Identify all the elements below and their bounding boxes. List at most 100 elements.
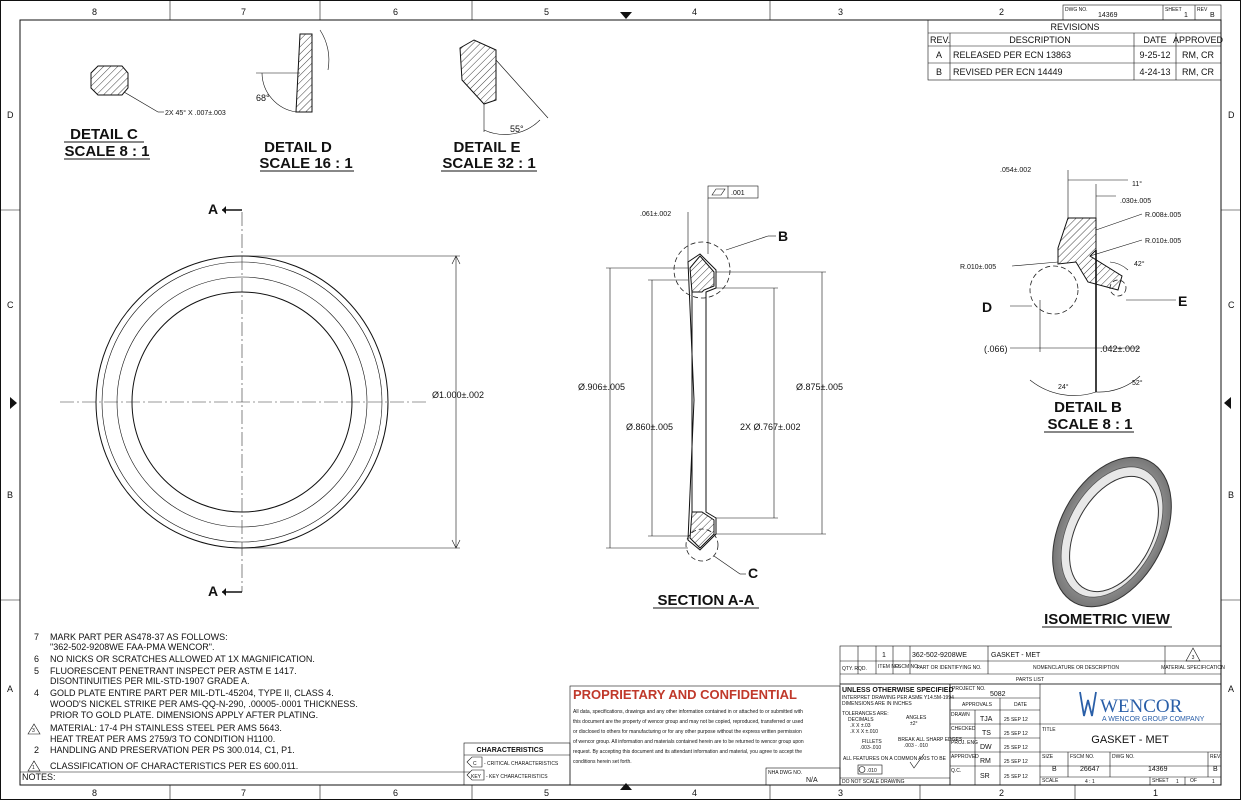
detail-b-d030: .030±.005 — [1120, 198, 1151, 205]
rev-col-date: DATE — [1143, 35, 1166, 45]
header-dwg-no: 14369 — [1098, 12, 1118, 19]
header-dwg-label: DWG NO. — [1065, 7, 1088, 13]
tol-fillets-value: .003-.010 — [860, 745, 881, 751]
checked-date: 25 SEP 12 — [1004, 731, 1028, 737]
scale-value: 4 : 1 — [1085, 779, 1095, 785]
qc-by: SR — [980, 773, 990, 780]
zone-row-b: B — [7, 490, 13, 500]
zone-col-8: 8 — [92, 7, 97, 17]
proj-eng-label: PROJ. ENG — [951, 740, 978, 746]
section-d906: Ø.906±.005 — [578, 382, 625, 392]
zone-row-a: A — [7, 684, 13, 694]
plan-view: Ø1.000±.002 A A — [60, 201, 484, 599]
proprietary-line-6: conditions herein set forth. — [573, 759, 632, 765]
section-bottom-hatch — [689, 511, 715, 549]
proj-eng: DW — [980, 744, 992, 751]
zone-col-7: 7 — [241, 7, 246, 17]
zone-row-a-right: A — [1228, 684, 1234, 694]
tol-fillets: FILLETS — [862, 739, 882, 745]
tol-noscale: DO NOT SCALE DRAWING — [842, 779, 905, 785]
detail-c-scale: SCALE 8 : 1 — [64, 143, 149, 160]
header-rev: B — [1210, 12, 1215, 19]
note-5-line-2: DISONTINUITIES PER MIL-STD-1907 GRADE A. — [50, 676, 250, 686]
detail-c-section — [90, 65, 129, 96]
header-rev-label: REV — [1197, 7, 1208, 13]
section-d860: Ø.860±.005 — [626, 422, 673, 432]
note-num-6: 6 — [34, 654, 39, 664]
proprietary-line-1: All data, specifications, drawings and a… — [573, 709, 803, 715]
rev-row-1-desc: RELEASED PER ECN 13863 — [953, 50, 1071, 60]
center-mark-left — [10, 397, 17, 409]
zone-row-c-right: C — [1228, 300, 1235, 310]
rev-row-2-approved: RM, CR — [1182, 67, 1214, 77]
plan-dia-text: Ø1.000±.002 — [432, 390, 484, 400]
parts-desc: GASKET - MET — [991, 652, 1041, 659]
rev-row-1-rev: A — [936, 50, 942, 60]
parts-h-fscm: FSCM NO. — [895, 664, 919, 670]
revisions-table: REVISIONS REV. DESCRIPTION DATE APPROVED… — [927, 19, 1224, 81]
note-3-flag-triangle — [27, 723, 41, 735]
fscm-value: 26647 — [1080, 766, 1100, 773]
zone-row-d-right: D — [1228, 110, 1235, 120]
zone-col-7-bottom: 7 — [241, 788, 246, 798]
title-label: TITLE — [1042, 727, 1056, 733]
tol-break: BREAK ALL SHARP EDGES — [898, 737, 963, 743]
detail-b-e-circle — [1109, 279, 1127, 297]
zone-col-4: 4 — [692, 7, 697, 17]
detail-b-r010-right: R.010±.005 — [1145, 238, 1181, 245]
detail-b-top-width: .054±.002 — [1000, 167, 1031, 174]
header-sheet: 1 — [1184, 12, 1188, 19]
note-4-line-3: PRIOR TO GOLD PLATE. DIMENSIONS APPLY AF… — [50, 710, 318, 720]
section-detail-b-circle — [673, 241, 731, 299]
parts-note: 3 — [1192, 655, 1195, 661]
note-3-line-2: HEAT TREAT PER AMS 2759/3 TO CONDITION H… — [50, 734, 275, 744]
rev-col-approved: APPROVED — [1173, 35, 1224, 45]
drawing-title: GASKET - MET — [1091, 734, 1169, 746]
plan-label-a-bottom: A — [208, 583, 218, 599]
zone-col-3: 3 — [838, 7, 843, 17]
note-4-line-2: WOOD'S NICKEL STRIKE PER AMS-QQ-N-290, .… — [50, 699, 358, 709]
approved-label: APPROVED — [951, 754, 979, 760]
note-num-5: 5 — [34, 666, 39, 676]
drawn-date: 25 SEP 12 — [1004, 717, 1028, 723]
zone-col-5-bottom: 5 — [544, 788, 549, 798]
approved-by: RM — [980, 758, 991, 765]
parts-h-nom: NOMENCLATURE OR DESCRIPTION — [1033, 665, 1119, 671]
critical-symbol — [466, 756, 483, 768]
section-label-c: C — [748, 565, 758, 581]
tol-x2: .X X X ±.010 — [850, 729, 878, 735]
iso-inner-bore — [1069, 475, 1159, 593]
rev-row-1-date: 9-25-12 — [1139, 50, 1170, 60]
detail-b-r010-left: R.010±.005 — [960, 264, 996, 271]
zone-col-6-bottom: 6 — [393, 788, 398, 798]
zone-labels: 8 7 6 5 4 3 2 8 7 6 5 4 3 2 1 D C B A D … — [7, 7, 1235, 798]
zone-col-6: 6 — [393, 7, 398, 17]
detail-b-d042: .042±.002 — [1100, 344, 1140, 354]
company-name: WENCOR — [1100, 696, 1183, 717]
section-a-a: B C .001 .061±.002 Ø.906±.005 Ø.860±.005… — [578, 185, 843, 609]
parts-part-no: 362-502-9208WE — [912, 652, 967, 659]
isometric-view: ISOMETRIC VIEW — [1042, 456, 1172, 628]
detail-c-title: DETAIL C — [70, 126, 138, 143]
zone-row-d: D — [7, 110, 14, 120]
zone-col-3-bottom: 3 — [838, 788, 843, 798]
parts-h-part: PART OR IDENTIFYING NO. — [916, 665, 981, 671]
zone-col-4-bottom: 4 — [692, 788, 697, 798]
wencor-w-icon — [1079, 691, 1097, 717]
zone-col-2: 2 — [999, 7, 1004, 17]
center-mark-bottom — [620, 783, 632, 790]
note-2-line-1: HANDLING AND PRESERVATION PER PS 300.014… — [50, 745, 295, 755]
detail-b-angle-11: 11° — [1132, 180, 1142, 188]
notes-label: NOTES: — [22, 772, 56, 782]
drawn-label: DRAWN — [951, 712, 970, 718]
approved-date: 25 SEP 12 — [1004, 759, 1028, 765]
proprietary-block: PROPRIETARY AND CONFIDENTIAL All data, s… — [569, 685, 841, 786]
note-6-line-1: NO NICKS OR SCRATCHES ALLOWED AT 1X MAGN… — [50, 654, 315, 664]
flatness-icon — [711, 188, 726, 196]
detail-b-label-d: D — [982, 299, 992, 315]
sheet-label: SHEET — [1152, 778, 1169, 784]
rev-row-2-rev: B — [936, 67, 942, 77]
note-num-4: 4 — [34, 688, 39, 698]
nha-value: N/A — [806, 777, 818, 784]
qc-date: 25 SEP 12 — [1004, 774, 1028, 780]
